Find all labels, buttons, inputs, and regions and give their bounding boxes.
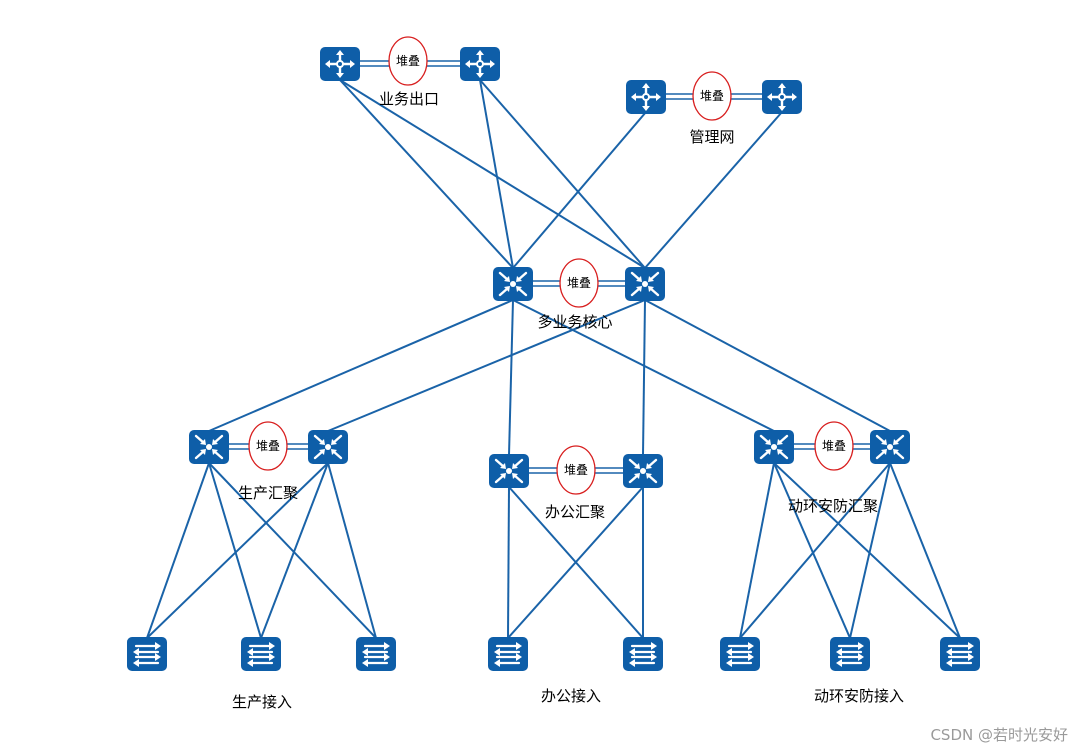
router-icon-biz-exit-right[interactable] — [460, 47, 500, 81]
access-switch-icon-prod-3[interactable] — [356, 637, 396, 671]
stack-label: 堆叠 — [564, 463, 588, 477]
link-office-agg-right-to-access-1 — [507, 486, 644, 639]
link-prod-agg-right-to-access-1 — [146, 462, 329, 639]
label-prod-agg: 生产汇聚 — [238, 484, 298, 502]
link-core-right-to-prod-agg-right — [327, 299, 646, 432]
link-prod-agg-right-to-access-2 — [260, 462, 329, 639]
stack-label: 堆叠 — [700, 89, 724, 103]
label-env-agg: 动环安防汇聚 — [788, 497, 878, 515]
agg-switch-icon-env-left[interactable] — [754, 430, 794, 464]
core-switch-icon-right[interactable] — [625, 267, 665, 301]
stack-links — [229, 60, 870, 474]
stack-badge-core: 堆叠 — [559, 258, 599, 308]
link-biz-exit-right-to-core-left — [479, 79, 514, 269]
link-mgmt-left-to-core-left — [512, 111, 647, 269]
agg-switch-icon-prod-left[interactable] — [189, 430, 229, 464]
watermark: CSDN @若时光安好 — [930, 726, 1068, 744]
link-biz-exit-right-to-core-right — [479, 79, 646, 269]
link-env-agg-right-to-access-1 — [739, 462, 891, 639]
agg-switch-icon-office-left[interactable] — [489, 454, 529, 488]
link-core-left-to-prod-agg-left — [208, 299, 514, 432]
link-prod-agg-right-to-access-3 — [327, 462, 377, 639]
stack-label: 堆叠 — [822, 439, 846, 453]
agg-switch-icon-prod-right[interactable] — [308, 430, 348, 464]
label-env-access: 动环安防接入 — [814, 687, 904, 705]
link-prod-agg-left-to-access-1 — [146, 462, 210, 639]
network-links — [146, 79, 961, 639]
access-switch-icon-office-1[interactable] — [488, 637, 528, 671]
label-core: 多业务核心 — [537, 313, 612, 331]
access-switch-icon-env-1[interactable] — [720, 637, 760, 671]
label-office-access: 办公接入 — [541, 687, 601, 705]
stack-badge-biz-exit: 堆叠 — [388, 36, 428, 86]
link-office-agg-left-to-access-1 — [507, 486, 510, 639]
group-labels: 业务出口 管理网 多业务核心 生产汇聚 办公汇聚 动环安防汇聚 生产接入 办公接… — [232, 90, 904, 711]
router-icon-biz-exit-left[interactable] — [320, 47, 360, 81]
link-core-left-to-env-agg-left — [512, 299, 775, 432]
link-prod-agg-left-to-access-2 — [208, 462, 262, 639]
agg-switch-icon-env-right[interactable] — [870, 430, 910, 464]
link-mgmt-right-to-core-right — [644, 111, 783, 269]
core-switch-icon-left[interactable] — [493, 267, 533, 301]
stack-badge-office-agg: 堆叠 — [556, 445, 596, 495]
label-prod-access: 生产接入 — [232, 693, 292, 711]
label-office-agg: 办公汇聚 — [545, 503, 605, 521]
link-core-right-to-env-agg-right — [644, 299, 891, 432]
link-biz-exit-left-to-core-left — [339, 79, 514, 269]
devices — [127, 47, 980, 671]
link-core-right-to-office-agg-right — [642, 299, 646, 456]
agg-switch-icon-office-right[interactable] — [623, 454, 663, 488]
stack-badge-mgmt: 堆叠 — [692, 71, 732, 121]
link-prod-agg-left-to-access-3 — [208, 462, 377, 639]
router-icon-mgmt-left[interactable] — [626, 80, 666, 114]
access-switch-icon-prod-1[interactable] — [127, 637, 167, 671]
link-env-agg-left-to-access-2 — [773, 462, 851, 639]
stack-badge-env-agg: 堆叠 — [814, 421, 854, 471]
stack-badge-prod-agg: 堆叠 — [248, 421, 288, 471]
label-mgmt-net: 管理网 — [689, 128, 734, 146]
access-switch-icon-env-2[interactable] — [830, 637, 870, 671]
access-switch-icon-office-2[interactable] — [623, 637, 663, 671]
stack-label: 堆叠 — [396, 54, 420, 68]
link-env-agg-right-to-access-3 — [889, 462, 961, 639]
link-biz-exit-left-to-core-right — [339, 79, 646, 269]
link-env-agg-left-to-access-1 — [739, 462, 775, 639]
access-switch-icon-prod-2[interactable] — [241, 637, 281, 671]
stack-label: 堆叠 — [256, 439, 280, 453]
access-switch-icon-env-3[interactable] — [940, 637, 980, 671]
label-biz-exit: 业务出口 — [379, 90, 439, 108]
link-env-agg-left-to-access-3 — [773, 462, 961, 639]
router-icon-mgmt-right[interactable] — [762, 80, 802, 114]
stack-badges: 堆叠 堆叠 堆叠 堆叠 堆叠 堆叠 — [248, 36, 854, 495]
stack-label: 堆叠 — [567, 276, 591, 290]
link-env-agg-right-to-access-2 — [849, 462, 891, 639]
link-core-left-to-office-agg-left — [508, 299, 514, 456]
